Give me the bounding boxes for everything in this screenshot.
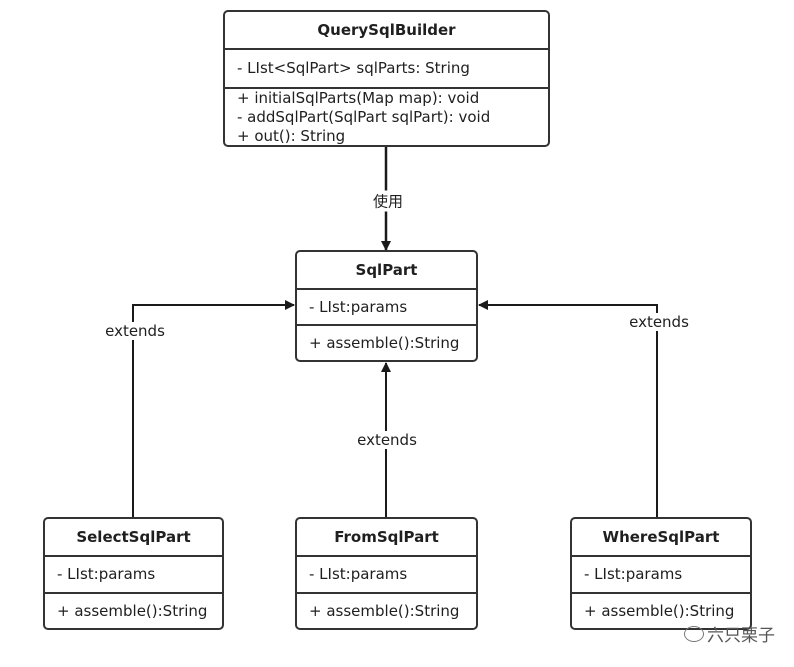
select-sql-part-class: SelectSqlPart - LIst:params + assemble()… bbox=[43, 517, 224, 630]
class-attribute: - LIst:params bbox=[297, 557, 476, 594]
method-line: - addSqlPart(SqlPart sqlPart): void bbox=[237, 108, 491, 126]
class-method: + assemble():String bbox=[57, 602, 208, 620]
where-sql-part-class: WhereSqlPart - LIst:params + assemble():… bbox=[570, 517, 752, 630]
class-attribute: - LIst<SqlPart> sqlParts: String bbox=[225, 50, 548, 89]
class-name: SqlPart bbox=[297, 252, 476, 290]
sql-part-class: SqlPart - LIst:params + assemble():Strin… bbox=[295, 250, 478, 362]
from-extends-label: extends bbox=[355, 431, 419, 449]
class-name: WhereSqlPart bbox=[572, 519, 750, 557]
class-method: + assemble():String bbox=[309, 602, 460, 620]
from-sql-part-class: FromSqlPart - LIst:params + assemble():S… bbox=[295, 517, 478, 630]
select-extends-label: extends bbox=[103, 322, 167, 340]
class-name: FromSqlPart bbox=[297, 519, 476, 557]
where-extends-arrow bbox=[478, 300, 658, 517]
class-method: + assemble():String bbox=[584, 602, 735, 620]
class-attribute: - LIst:params bbox=[297, 290, 476, 326]
watermark: 六只栗子 bbox=[684, 621, 775, 646]
class-name: QuerySqlBuilder bbox=[225, 12, 548, 50]
query-sql-builder-class: QuerySqlBuilder - LIst<SqlPart> sqlParts… bbox=[223, 10, 550, 147]
wechat-icon bbox=[684, 625, 704, 642]
class-methods: + initialSqlParts(Map map): void - addSq… bbox=[225, 89, 548, 145]
watermark-text: 六只栗子 bbox=[707, 626, 775, 646]
uses-label: 使用 bbox=[370, 190, 406, 212]
class-attribute: - LIst:params bbox=[45, 557, 222, 594]
class-name: SelectSqlPart bbox=[45, 519, 222, 557]
method-line: + out(): String bbox=[237, 127, 346, 145]
select-extends-arrow bbox=[132, 300, 295, 517]
class-method: + assemble():String bbox=[309, 334, 460, 352]
where-extends-label: extends bbox=[627, 313, 691, 331]
class-attribute: - LIst:params bbox=[572, 557, 750, 594]
method-line: + initialSqlParts(Map map): void bbox=[237, 89, 480, 107]
